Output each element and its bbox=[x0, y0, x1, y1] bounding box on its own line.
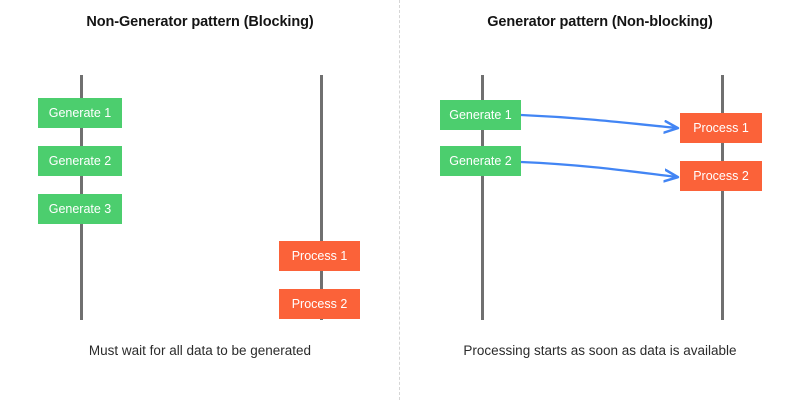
node-generate-1-right: Generate 1 bbox=[440, 100, 521, 130]
node-generate-3-left: Generate 3 bbox=[38, 194, 122, 224]
node-label: Process 1 bbox=[693, 121, 749, 135]
panel-non-generator: Non-Generator pattern (Blocking) Generat… bbox=[38, 14, 360, 358]
node-label: Generate 1 bbox=[449, 108, 512, 122]
node-process-1-left: Process 1 bbox=[279, 241, 360, 271]
panel-title-non-generator: Non-Generator pattern (Blocking) bbox=[86, 14, 314, 30]
panel-generator: Generator pattern (Non-blocking) Generat… bbox=[400, 0, 800, 400]
node-label: Process 1 bbox=[291, 249, 348, 263]
arrow-layer bbox=[520, 113, 800, 400]
producer-lifeline-right bbox=[481, 75, 484, 320]
node-process-2-left: Process 2 bbox=[279, 289, 360, 319]
node-label: Generate 2 bbox=[48, 154, 112, 168]
panel-title-generator: Generator pattern (Non-blocking) bbox=[487, 14, 713, 30]
node-label: Process 2 bbox=[291, 297, 348, 311]
node-label: Generate 2 bbox=[449, 154, 512, 168]
arrow-generate-1-to-process-1 bbox=[520, 113, 677, 128]
panel-divider bbox=[399, 0, 400, 400]
node-process-1-right: Process 1 bbox=[680, 113, 762, 143]
node-process-2-right: Process 2 bbox=[680, 161, 762, 191]
node-generate-2-left: Generate 2 bbox=[38, 146, 122, 176]
node-label: Generate 1 bbox=[48, 106, 112, 120]
node-generate-1-left: Generate 1 bbox=[38, 98, 122, 128]
panel-caption-non-generator: Must wait for all data to be generated bbox=[88, 343, 312, 358]
arrow-generate-2-to-process-2 bbox=[520, 160, 677, 177]
node-generate-2-right: Generate 2 bbox=[440, 146, 521, 176]
consumer-lifeline-left bbox=[320, 75, 323, 320]
node-label: Generate 3 bbox=[48, 202, 112, 216]
node-label: Process 2 bbox=[693, 169, 749, 183]
panel-caption-generator: Processing starts as soon as data is ava… bbox=[463, 343, 737, 358]
consumer-lifeline-right bbox=[721, 75, 724, 320]
